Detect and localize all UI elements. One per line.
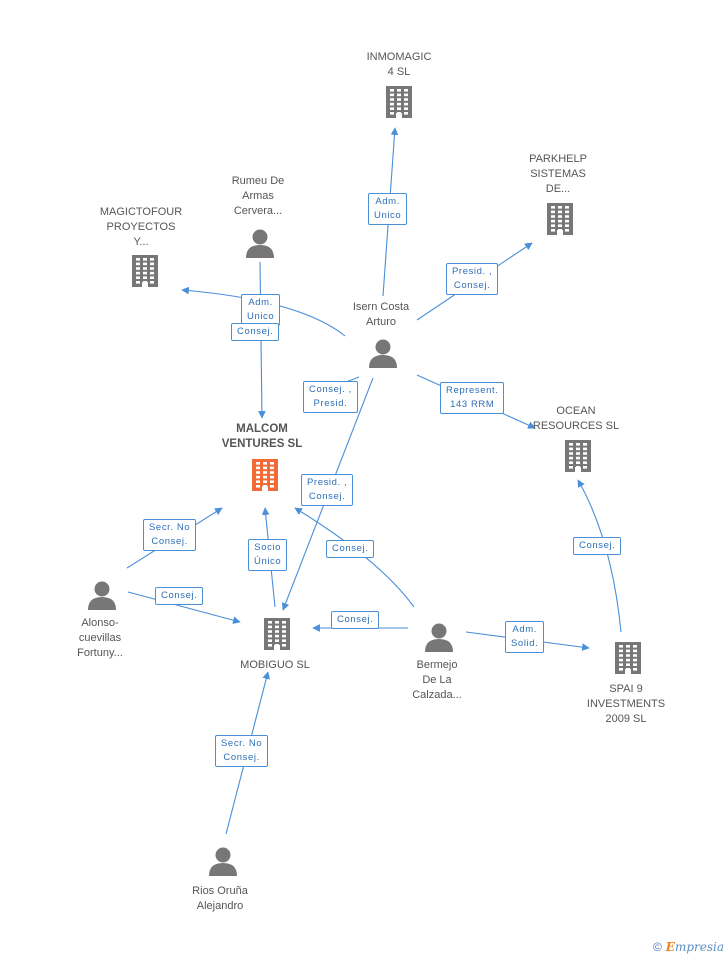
person-icon-rumeu[interactable] <box>246 229 274 259</box>
building-icon-inmomagic[interactable] <box>386 86 412 118</box>
edge-label-isern-to-mobiguo[interactable]: Presid. , Consej. <box>301 474 354 506</box>
edge-label-bermejo-to-mobiguo[interactable]: Consej. <box>331 611 380 629</box>
node-label-rumeu[interactable]: Rumeu De Armas Cervera... <box>231 175 285 217</box>
node-label-mobiguo[interactable]: MOBIGUO SL <box>240 659 310 671</box>
node-label-parkhelp[interactable]: PARKHELP SISTEMAS DE... <box>529 153 587 195</box>
person-icon-rios[interactable] <box>209 847 237 877</box>
building-icon-malcom[interactable] <box>252 459 278 491</box>
node-label-inmomagic[interactable]: INMOMAGIC 4 SL <box>366 51 432 78</box>
node-label-ocean[interactable]: OCEAN RESOURCES SL <box>532 405 620 432</box>
edge-label-isern-to-parkhelp[interactable]: Presid. , Consej. <box>446 263 499 295</box>
edge-label-spai-to-ocean[interactable]: Consej. <box>573 537 622 555</box>
edge-label-rios-to-mobiguo[interactable]: Secr. No Consej. <box>215 735 269 767</box>
node-label-malcom[interactable]: MALCOM VENTURES SL <box>221 423 303 450</box>
edge-label-alonso-to-malcom[interactable]: Secr. No Consej. <box>143 519 197 551</box>
edge-label-isern-to-malcom[interactable]: Consej. , Presid. <box>303 381 358 413</box>
edge-alonso-to-mobiguo <box>127 591 241 624</box>
node-label-bermejo[interactable]: Bermejo De La Calzada... <box>412 659 462 701</box>
building-icon-magictofour[interactable] <box>132 255 158 287</box>
edge-label-bermejo-to-malcom[interactable]: Consej. <box>326 540 375 558</box>
edge-label-alonso-to-mobiguo[interactable]: Consej. <box>155 587 204 605</box>
node-label-rios[interactable]: Rios Oruña Alejandro <box>192 885 248 912</box>
footer-brand: © Empresia <box>653 940 724 954</box>
person-icon-bermejo[interactable] <box>425 623 453 653</box>
node-label-magictofour[interactable]: MAGICTOFOUR PROYECTOS Y... <box>99 206 183 248</box>
building-icon-parkhelp[interactable] <box>547 203 573 235</box>
building-icon-ocean[interactable] <box>565 440 591 472</box>
copyright-icon: © <box>652 940 662 954</box>
edge-label-isern-to-magictofour[interactable]: Adm. Unico <box>241 294 281 326</box>
empresia-logo: Empresia <box>665 940 724 954</box>
person-icon-isern[interactable] <box>369 339 397 369</box>
building-icon-mobiguo[interactable] <box>264 618 290 650</box>
edge-label-rumeu-to-malcom[interactable]: Consej. <box>231 323 280 341</box>
edge-label-mobiguo-to-malcom[interactable]: Socio Único <box>248 539 288 571</box>
node-label-isern[interactable]: Isern Costa Arturo <box>352 301 410 328</box>
node-label-alonso[interactable]: Alonso- cuevillas Fortuny... <box>77 617 123 659</box>
edge-bermejo-to-malcom <box>294 507 415 608</box>
building-icon-spai[interactable] <box>615 642 641 674</box>
edge-label-bermejo-to-spai[interactable]: Adm. Solid. <box>505 621 545 653</box>
edge-isern-to-magictofour <box>181 286 346 337</box>
node-label-spai[interactable]: SPAI 9 INVESTMENTS 2009 SL <box>586 683 666 725</box>
edge-label-isern-to-inmomagic[interactable]: Adm. Unico <box>368 193 408 225</box>
person-icon-alonso[interactable] <box>88 581 116 611</box>
edge-spai-to-ocean <box>577 479 622 633</box>
edge-label-isern-to-ocean[interactable]: Represent. 143 RRM <box>440 382 505 414</box>
